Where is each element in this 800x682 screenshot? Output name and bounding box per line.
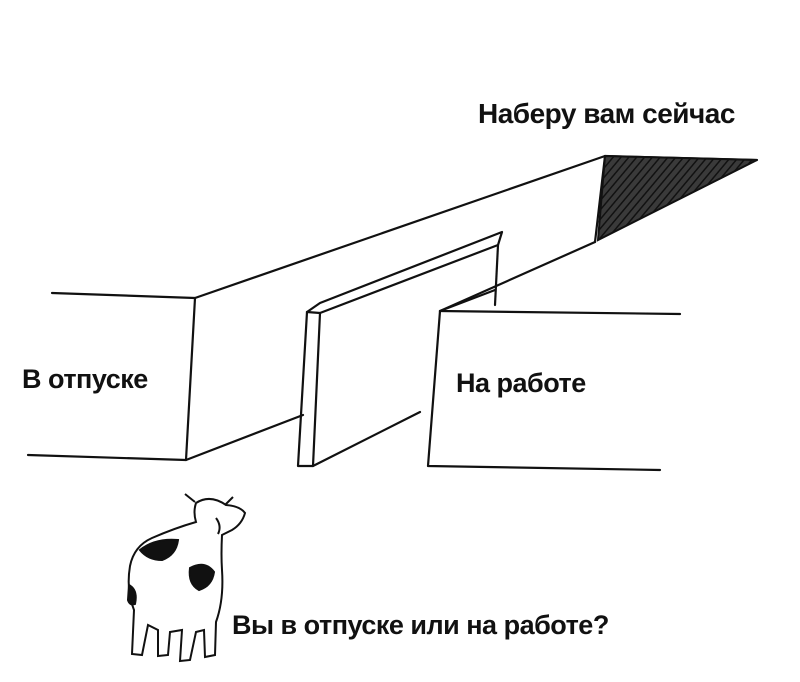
left-wall-front-edge [184,296,197,462]
caption-right: На работе [456,368,586,398]
dark-corridor-end [596,154,758,242]
cow-icon [126,493,247,663]
caption-left: В отпуске [22,364,148,394]
caption-bottom: Вы в отпуске или на работе? [232,610,609,640]
caption-top: Наберу вам сейчас [478,98,735,129]
